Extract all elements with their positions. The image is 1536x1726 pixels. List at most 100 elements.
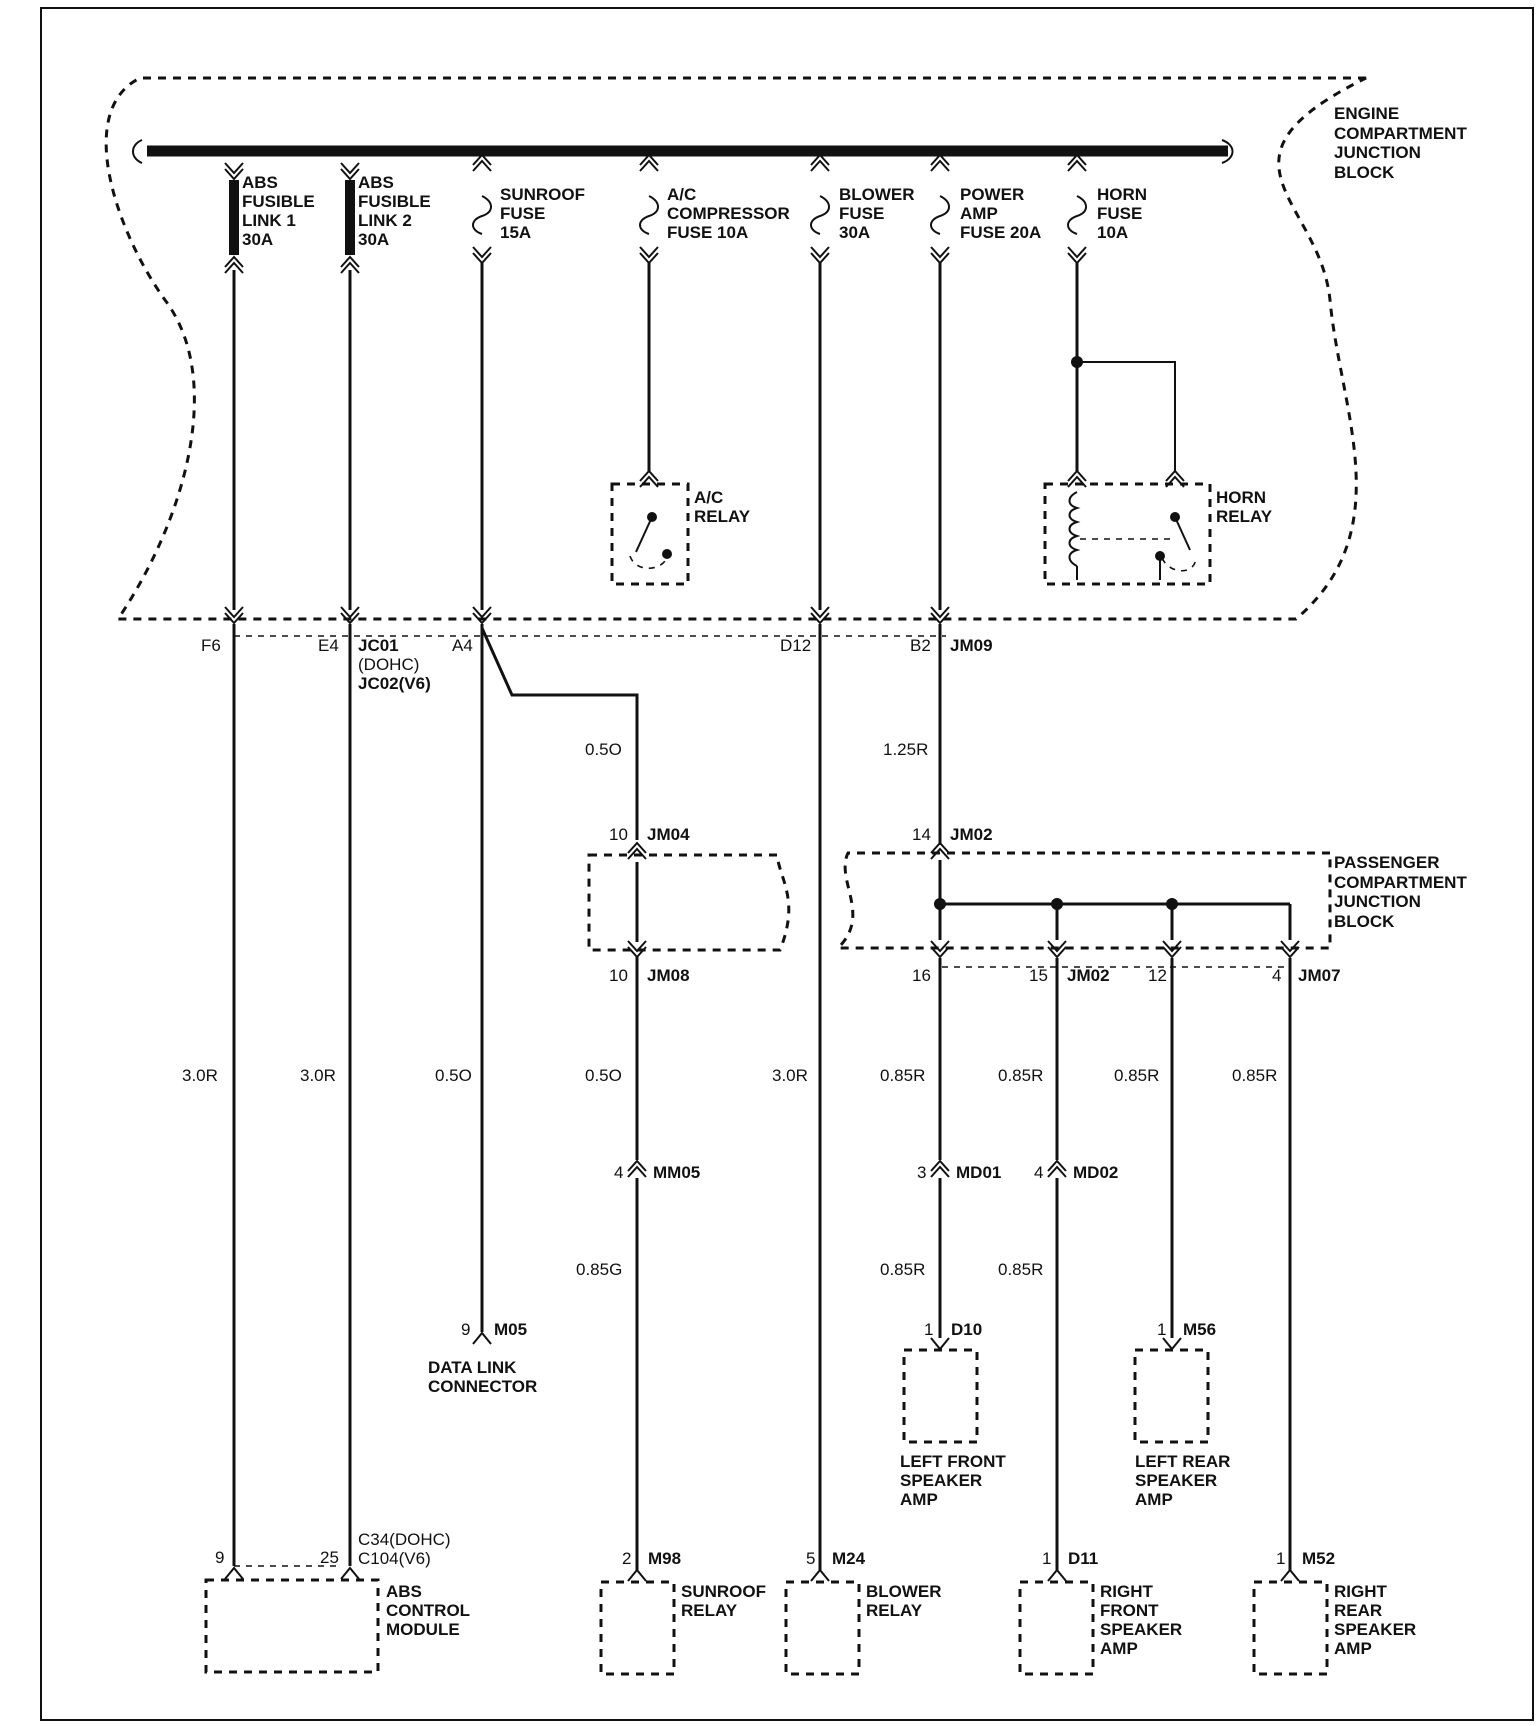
connector-md01: MD01 <box>956 1163 1001 1182</box>
connector-m24: M24 <box>832 1549 866 1568</box>
pin-abs-25: 25 <box>320 1548 339 1567</box>
power-amp-fuse-label: POWER AMP FUSE 20A <box>960 185 1041 242</box>
blower-relay-box <box>784 1580 861 1676</box>
pin-d12: D12 <box>780 636 811 655</box>
pin-m05: 9 <box>461 1320 470 1339</box>
wire-size-dlc: 0.5O <box>435 1066 472 1085</box>
ac-relay-label: A/C RELAY <box>694 488 751 526</box>
pin-a4: A4 <box>452 636 473 655</box>
pin-out16: 16 <box>912 966 931 985</box>
engine-block-label: ENGINE COMPARTMENT JUNCTION BLOCK <box>1334 104 1472 182</box>
right-rear-speaker-amp-box <box>1252 1580 1329 1676</box>
pin-jm08: 10 <box>609 966 628 985</box>
horn-relay-coil-icon <box>1068 491 1081 567</box>
connector-jm07: JM07 <box>1298 966 1341 985</box>
left-rear-speaker-amp-box <box>1133 1348 1210 1444</box>
pin-jm02-in: 14 <box>912 825 931 844</box>
horn-relay-box <box>1043 482 1212 586</box>
connector-m52: M52 <box>1302 1549 1335 1568</box>
engine-junction-block-outline <box>104 76 1367 621</box>
connector-jm09: JM09 <box>950 636 993 655</box>
data-link-connector-label: DATA LINK CONNECTOR <box>428 1358 537 1396</box>
wire-size-blower: 3.0R <box>772 1066 808 1085</box>
pin-out12: 12 <box>1148 966 1167 985</box>
pin-f6: F6 <box>201 636 221 655</box>
wire-size-lr: 0.85R <box>1114 1066 1159 1085</box>
pin-jm04: 10 <box>609 825 628 844</box>
horn-fuse-icon <box>1067 195 1087 235</box>
connector-md02: MD02 <box>1073 1163 1118 1182</box>
wire-size-rr: 0.85R <box>1232 1066 1277 1085</box>
pin-d11: 1 <box>1042 1549 1051 1568</box>
pin-mm05: 4 <box>614 1163 623 1182</box>
pin-m56: 1 <box>1157 1320 1166 1339</box>
horn-relay-label: HORN RELAY <box>1216 488 1273 526</box>
sunroof-relay-label: SUNROOF RELAY <box>681 1582 771 1620</box>
pin-md01: 3 <box>917 1163 926 1182</box>
sunroof-relay-box <box>599 1580 676 1676</box>
connector-m05: M05 <box>494 1320 527 1339</box>
wire-size-rf-lower: 0.85R <box>998 1260 1043 1279</box>
connector-m56: M56 <box>1183 1320 1216 1339</box>
pin-m98: 2 <box>622 1549 631 1568</box>
wire-size-sunroof-mid: 0.5O <box>585 1066 622 1085</box>
left-rear-speaker-amp-label: LEFT REAR SPEAKER AMP <box>1135 1452 1235 1509</box>
pin-d10: 1 <box>924 1320 933 1339</box>
passenger-junction-block-outline <box>834 851 1332 950</box>
sunroof-fuse-label: SUNROOF FUSE 15A <box>500 185 590 242</box>
pin-out4: 4 <box>1272 966 1281 985</box>
pin-b2: B2 <box>910 636 931 655</box>
right-rear-speaker-amp-label: RIGHT REAR SPEAKER AMP <box>1334 1582 1421 1658</box>
abs-fusible-link-2-label: ABS FUSIBLE LINK 2 30A <box>358 173 435 249</box>
pin-e4: E4 <box>318 636 339 655</box>
blower-fuse-label: BLOWER FUSE 30A <box>839 185 919 242</box>
bus-bar-left-end-icon <box>132 139 143 164</box>
left-front-speaker-amp-box <box>902 1348 979 1444</box>
connector-mm05: MM05 <box>653 1163 700 1182</box>
bus-bar-right-end-icon <box>1221 139 1234 164</box>
connector-jc02: JC02(V6) <box>358 674 431 693</box>
blower-relay-label: BLOWER RELAY <box>866 1582 946 1620</box>
connector-d11: D11 <box>1068 1549 1098 1568</box>
abs-control-module-label: ABS CONTROL MODULE <box>386 1582 474 1639</box>
passenger-block-label: PASSENGER COMPARTMENT JUNCTION BLOCK <box>1334 853 1472 931</box>
right-front-speaker-amp-box <box>1018 1580 1095 1676</box>
ac-compressor-fuse-label: A/C COMPRESSOR FUSE 10A <box>667 185 795 242</box>
blower-fuse-icon <box>810 195 830 235</box>
wire-size-lf: 0.85R <box>880 1066 925 1085</box>
connector-c34: C34(DOHC) <box>358 1530 451 1549</box>
connector-m98: M98 <box>648 1549 681 1568</box>
ac-relay-box <box>610 482 690 586</box>
power-amp-fuse-icon <box>930 195 950 235</box>
horn-fuse-label: HORN FUSE 10A <box>1097 185 1152 242</box>
pin-md02: 4 <box>1034 1163 1043 1182</box>
wire-size-sunroof-lower: 0.85G <box>576 1260 622 1279</box>
connector-jm04: JM04 <box>647 825 690 844</box>
inline-junction-outline <box>587 853 791 952</box>
abs-fusible-link-1-label: ABS FUSIBLE LINK 1 30A <box>242 173 319 249</box>
connector-dohc: (DOHC) <box>358 655 419 674</box>
abs-control-module-box <box>204 1578 380 1674</box>
wire-size-abs1: 3.0R <box>182 1066 218 1085</box>
connector-jm08: JM08 <box>647 966 690 985</box>
wire-size-amp-main: 1.25R <box>883 740 928 759</box>
pin-m24: 5 <box>806 1549 815 1568</box>
ac-compressor-fuse-icon <box>639 195 659 235</box>
wire-size-rf: 0.85R <box>998 1066 1043 1085</box>
sunroof-fuse-icon <box>472 195 492 235</box>
connector-jm02-out: JM02 <box>1067 966 1110 985</box>
connector-c104: C104(V6) <box>358 1549 431 1568</box>
connector-d10: D10 <box>951 1320 982 1339</box>
page-frame <box>40 7 1534 1721</box>
connector-jm02-in: JM02 <box>950 825 993 844</box>
pin-m52: 1 <box>1276 1549 1285 1568</box>
left-front-speaker-amp-label: LEFT FRONT SPEAKER AMP <box>900 1452 1011 1509</box>
wire-size-lf-lower: 0.85R <box>880 1260 925 1279</box>
wire-size-sunroof-upper: 0.5O <box>585 740 622 759</box>
connector-jc01: JC01 <box>358 636 399 655</box>
wire-size-abs2: 3.0R <box>300 1066 336 1085</box>
right-front-speaker-amp-label: RIGHT FRONT SPEAKER AMP <box>1100 1582 1187 1658</box>
pin-out15: 15 <box>1029 966 1048 985</box>
pin-abs-9: 9 <box>215 1548 224 1567</box>
